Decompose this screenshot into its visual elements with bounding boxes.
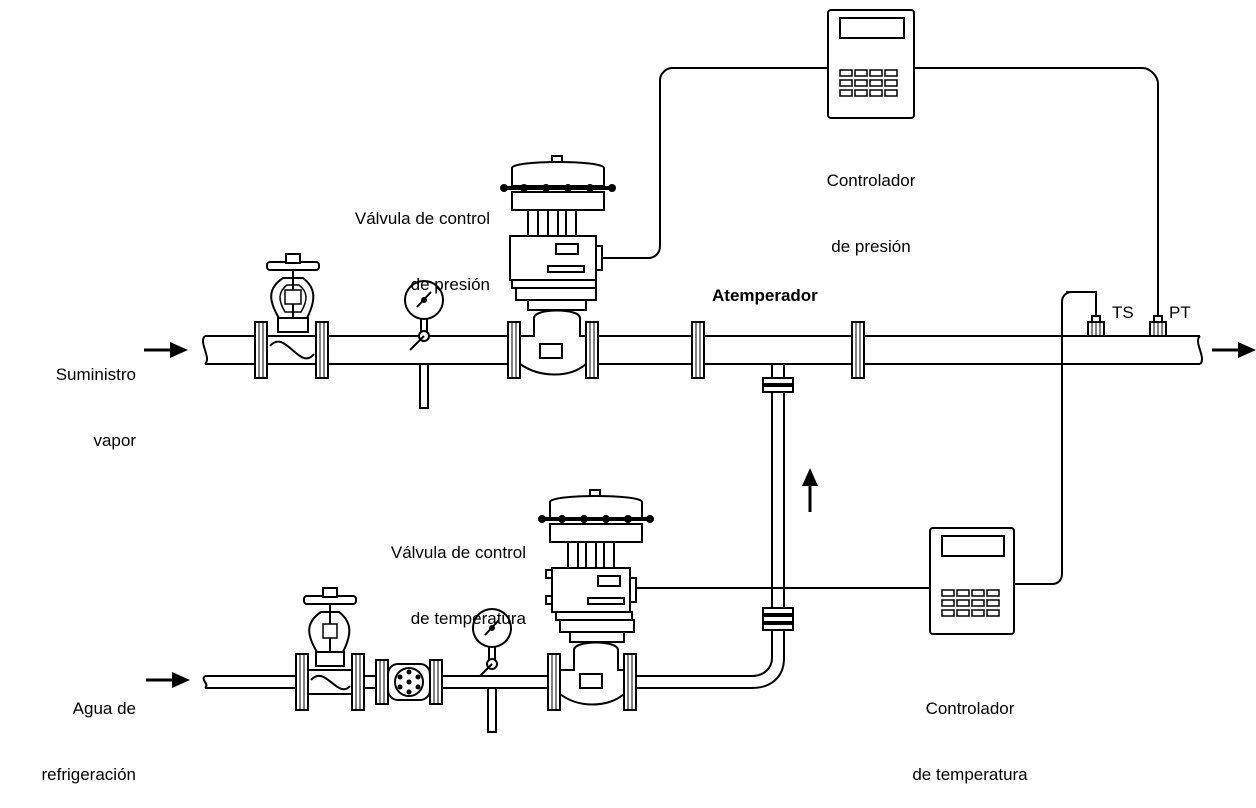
temperature-sensor	[1066, 291, 1105, 337]
pressure-valve-label: Válvula de control de presión	[290, 164, 490, 318]
steam-supply-label: Suministro vapor	[0, 320, 136, 474]
steam-isolation-valve	[254, 253, 329, 379]
pressure-sensor	[1149, 315, 1167, 337]
desuperheater-label: Atemperador	[712, 286, 818, 305]
cooling-water-label-line1: Agua de	[72, 699, 136, 718]
steam-inlet-arrow	[144, 342, 188, 358]
pressure-valve-label-line1: Válvula de control	[354, 209, 490, 228]
water-inlet-arrow	[146, 672, 190, 688]
pressure-controller-label-line1: Controlador	[826, 171, 916, 190]
steam-supply-label-line2: vapor	[93, 431, 136, 450]
cooling-water-label-line2: refrigeración	[41, 765, 137, 784]
water-strainer	[375, 659, 443, 705]
water-isolation-valve	[295, 587, 365, 711]
desuperheater-flanges	[691, 321, 865, 379]
steam-outlet-arrow	[1212, 342, 1256, 358]
temperature-valve-label-line1: Válvula de control	[390, 543, 526, 562]
desuperheater-diagram	[144, 9, 1256, 733]
injection-pipe	[434, 364, 794, 689]
temperature-controller-label-line2: de temperatura	[912, 765, 1028, 784]
steam-pressure-gauge	[404, 280, 444, 409]
temperature-valve-label: Válvula de control de temperatura	[326, 498, 526, 652]
flow-up-arrow	[802, 468, 818, 512]
temperature-control-valve	[538, 489, 654, 711]
pressure-valve-label-line2: de presión	[410, 275, 490, 294]
cooling-water-label: Agua de refrigeración	[0, 654, 137, 808]
temperature-controller-label-line1: Controlador	[925, 699, 1015, 718]
pt-label: PT	[1169, 303, 1191, 322]
pressure-controller	[827, 9, 915, 119]
ts-label: TS	[1112, 303, 1134, 322]
pressure-controller-label: Controlador de presión	[796, 126, 946, 280]
temperature-controller	[929, 527, 1015, 635]
pressure-controller-label-line2: de presión	[831, 237, 911, 256]
signal-lines	[602, 67, 1159, 589]
temperature-valve-label-line2: de temperatura	[410, 609, 526, 628]
water-pressure-gauge	[472, 608, 512, 733]
pressure-control-valve	[500, 155, 616, 379]
steam-supply-label-line1: Suministro	[55, 365, 136, 384]
temperature-controller-label: Controlador de temperatura	[885, 654, 1055, 808]
